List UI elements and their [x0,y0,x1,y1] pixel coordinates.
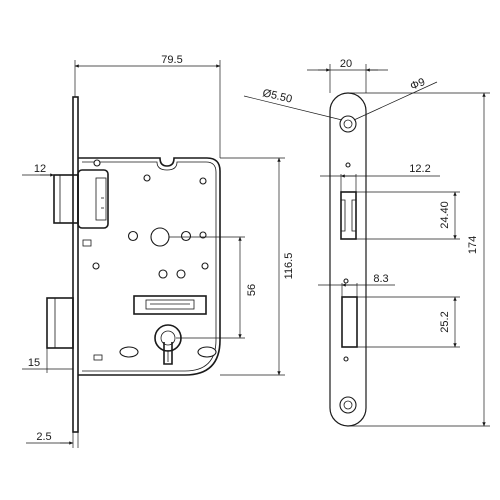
mounting-hole [92,262,100,270]
mounting-hole [199,231,207,239]
mounting-hole [143,174,151,182]
dim-latch-cutout-width: 12.2 [409,163,430,175]
oval-slot [197,346,217,358]
faceplate-outline [329,92,367,427]
faceplate-front-view: 20 Ø5.50 Φ9 12.2 24.40 174 8.3 25.2 [243,58,490,427]
mounting-hole [180,230,192,242]
pin-mark [345,162,351,168]
dim-faceplate-width: 20 [340,58,352,70]
mounting-hole [201,262,209,270]
deadbolt [46,297,74,349]
mounting-hole [176,269,186,279]
latch-cutout [340,191,357,240]
cylinder-cutout [154,324,182,365]
dim-body-height: 116.5 [283,253,295,280]
dim-faceplate-height: 174 [467,236,479,254]
lock-body-view: 79.5 12 15 2.5 116.5 56 [22,54,295,448]
lock-case-outline [78,157,221,376]
bolt-cutout [341,296,358,348]
dim-screw-hole-large: Φ9 [409,76,427,93]
front-faceplate [72,96,79,433]
bolt-guide-slot [133,295,207,315]
latch-bolt [53,169,109,229]
pin-mark [343,278,349,284]
mounting-hole [127,230,139,242]
small-slot [93,354,103,361]
dim-body-width: 79.5 [161,54,182,66]
dim-latch-projection: 12 [34,163,46,175]
dim-screw-hole-small: Ø5.50 [261,87,293,105]
lock-case-inner-outline [82,161,217,372]
mounting-hole [93,159,101,167]
top-screw-hole [339,115,357,133]
spindle-hole [150,227,170,247]
dim-latch-cutout-height: 24.40 [439,201,451,229]
small-slot [82,239,92,247]
bottom-screw-hole [339,396,357,414]
dim-backset: 56 [246,284,258,296]
dim-faceplate-thickness: 2.5 [36,431,51,443]
oval-slot [119,346,139,358]
dim-bolt-cutout-width: 8.3 [373,273,388,285]
dim-bolt-cutout-height: 25.2 [439,311,451,332]
mounting-hole [158,269,168,279]
pin-mark [343,356,349,362]
dim-deadbolt-projection: 15 [28,357,40,369]
mounting-hole [199,177,207,185]
